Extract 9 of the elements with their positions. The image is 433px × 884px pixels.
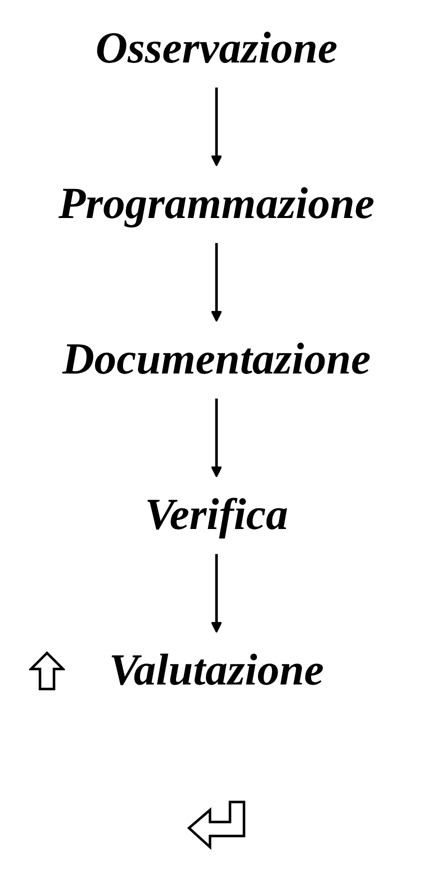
arrow [210, 554, 222, 633]
node-text: Osservazione [96, 24, 338, 74]
arrow [210, 88, 222, 166]
node-text: Programmazione [58, 180, 374, 229]
arrow [210, 243, 222, 322]
node-text: Valutazione [109, 646, 324, 696]
node-text: Verifica [144, 491, 288, 540]
node-text: Documentazione [62, 336, 371, 384]
arrow [210, 398, 222, 478]
